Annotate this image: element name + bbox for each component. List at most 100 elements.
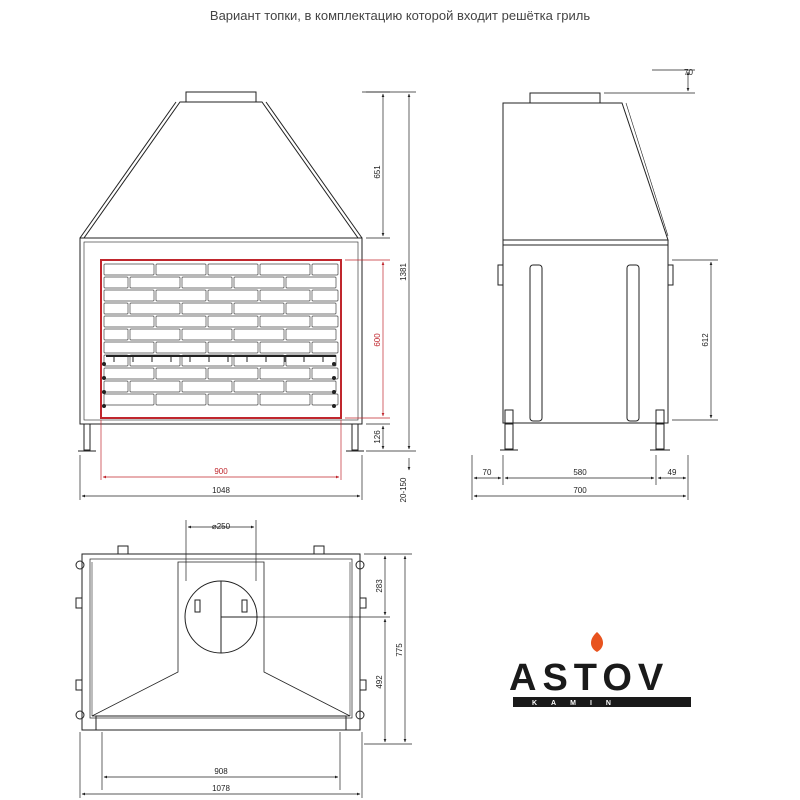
side-peg xyxy=(102,362,106,366)
dim-top-front: 283 xyxy=(375,579,384,593)
side-leg-right xyxy=(655,422,665,450)
brick xyxy=(103,393,155,406)
brick xyxy=(103,302,129,315)
brick xyxy=(103,367,155,380)
side-bracket-right xyxy=(655,409,665,425)
brick xyxy=(233,302,285,315)
side-slot-right xyxy=(626,264,640,422)
dim-top-total-width: 1078 xyxy=(212,784,230,793)
front-view xyxy=(78,91,364,452)
flame-icon xyxy=(590,632,604,652)
dim-side-right: 49 xyxy=(668,468,677,477)
brick xyxy=(207,315,259,328)
top-view xyxy=(75,545,367,731)
brick xyxy=(259,289,311,302)
brick xyxy=(311,341,339,354)
brick xyxy=(311,289,339,302)
side-peg xyxy=(332,376,336,380)
brick xyxy=(207,367,259,380)
dim-flue-diameter: ⌀250 xyxy=(212,522,231,531)
side-peg xyxy=(332,390,336,394)
dim-total-width: 1048 xyxy=(212,486,230,495)
front-hood xyxy=(83,101,359,239)
brick xyxy=(155,263,207,276)
side-body xyxy=(502,244,669,424)
side-peg xyxy=(332,362,336,366)
front-hood-edge-right xyxy=(265,101,363,239)
front-leg-left xyxy=(83,423,91,451)
brick-pattern xyxy=(103,263,339,406)
side-top-strip xyxy=(502,239,669,246)
front-body xyxy=(79,237,363,425)
brick xyxy=(129,276,181,289)
dim-total-height: 1381 xyxy=(399,263,408,281)
brick xyxy=(233,380,285,393)
side-peg xyxy=(102,404,106,408)
side-latch-left xyxy=(497,264,504,286)
brick xyxy=(259,393,311,406)
brick xyxy=(103,341,155,354)
side-view xyxy=(497,92,674,451)
side-peg xyxy=(332,404,336,408)
brick xyxy=(311,367,339,380)
brick xyxy=(259,263,311,276)
dim-legs: 20-150 xyxy=(399,477,408,502)
brick xyxy=(103,263,155,276)
dim-side-top: 70 xyxy=(684,68,693,77)
brick xyxy=(103,276,129,289)
side-slot-left xyxy=(529,264,543,422)
brick xyxy=(259,367,311,380)
brick xyxy=(207,341,259,354)
dim-side-height: 612 xyxy=(701,333,710,347)
dim-side-middle: 580 xyxy=(573,468,587,477)
brick xyxy=(207,393,259,406)
brick xyxy=(181,276,233,289)
side-latch-right xyxy=(667,264,674,286)
front-leg-right xyxy=(351,423,359,451)
brick xyxy=(181,328,233,341)
brick xyxy=(233,276,285,289)
brick xyxy=(259,315,311,328)
brick xyxy=(285,276,337,289)
side-pegs xyxy=(102,362,336,408)
top-inner xyxy=(89,558,353,719)
front-body-inner xyxy=(83,241,359,421)
diagram-caption: Вариант топки, в комплектацию которой вх… xyxy=(209,8,591,23)
brick xyxy=(233,328,285,341)
brick xyxy=(181,302,233,315)
brick xyxy=(155,367,207,380)
brick xyxy=(129,302,181,315)
side-bracket-left xyxy=(504,409,514,425)
side-peg xyxy=(102,390,106,394)
brick xyxy=(285,328,337,341)
dim-opening-width: 900 xyxy=(214,467,228,476)
brick xyxy=(129,380,181,393)
dim-side-left: 70 xyxy=(483,468,492,477)
brick xyxy=(155,341,207,354)
brick xyxy=(103,380,129,393)
brick xyxy=(155,315,207,328)
logo-bar xyxy=(513,697,691,707)
brick xyxy=(311,393,339,406)
brick xyxy=(285,380,337,393)
brick xyxy=(311,315,339,328)
front-flue-collar xyxy=(185,91,257,103)
brick xyxy=(155,289,207,302)
brick xyxy=(207,289,259,302)
grill-hooks xyxy=(113,357,324,362)
brick xyxy=(129,328,181,341)
dim-top-rear: 492 xyxy=(375,675,384,689)
brick xyxy=(103,289,155,302)
dim-hood-height: 651 xyxy=(373,165,382,179)
front-opening xyxy=(100,259,342,419)
brick xyxy=(285,302,337,315)
brick xyxy=(259,341,311,354)
side-hood xyxy=(502,102,669,241)
dim-side-depth: 700 xyxy=(573,486,587,495)
side-peg xyxy=(102,376,106,380)
dim-top-inner-width: 908 xyxy=(214,767,228,776)
brick xyxy=(311,263,339,276)
dim-opening-height: 600 xyxy=(373,333,382,347)
front-hood-edge-left xyxy=(79,101,177,239)
